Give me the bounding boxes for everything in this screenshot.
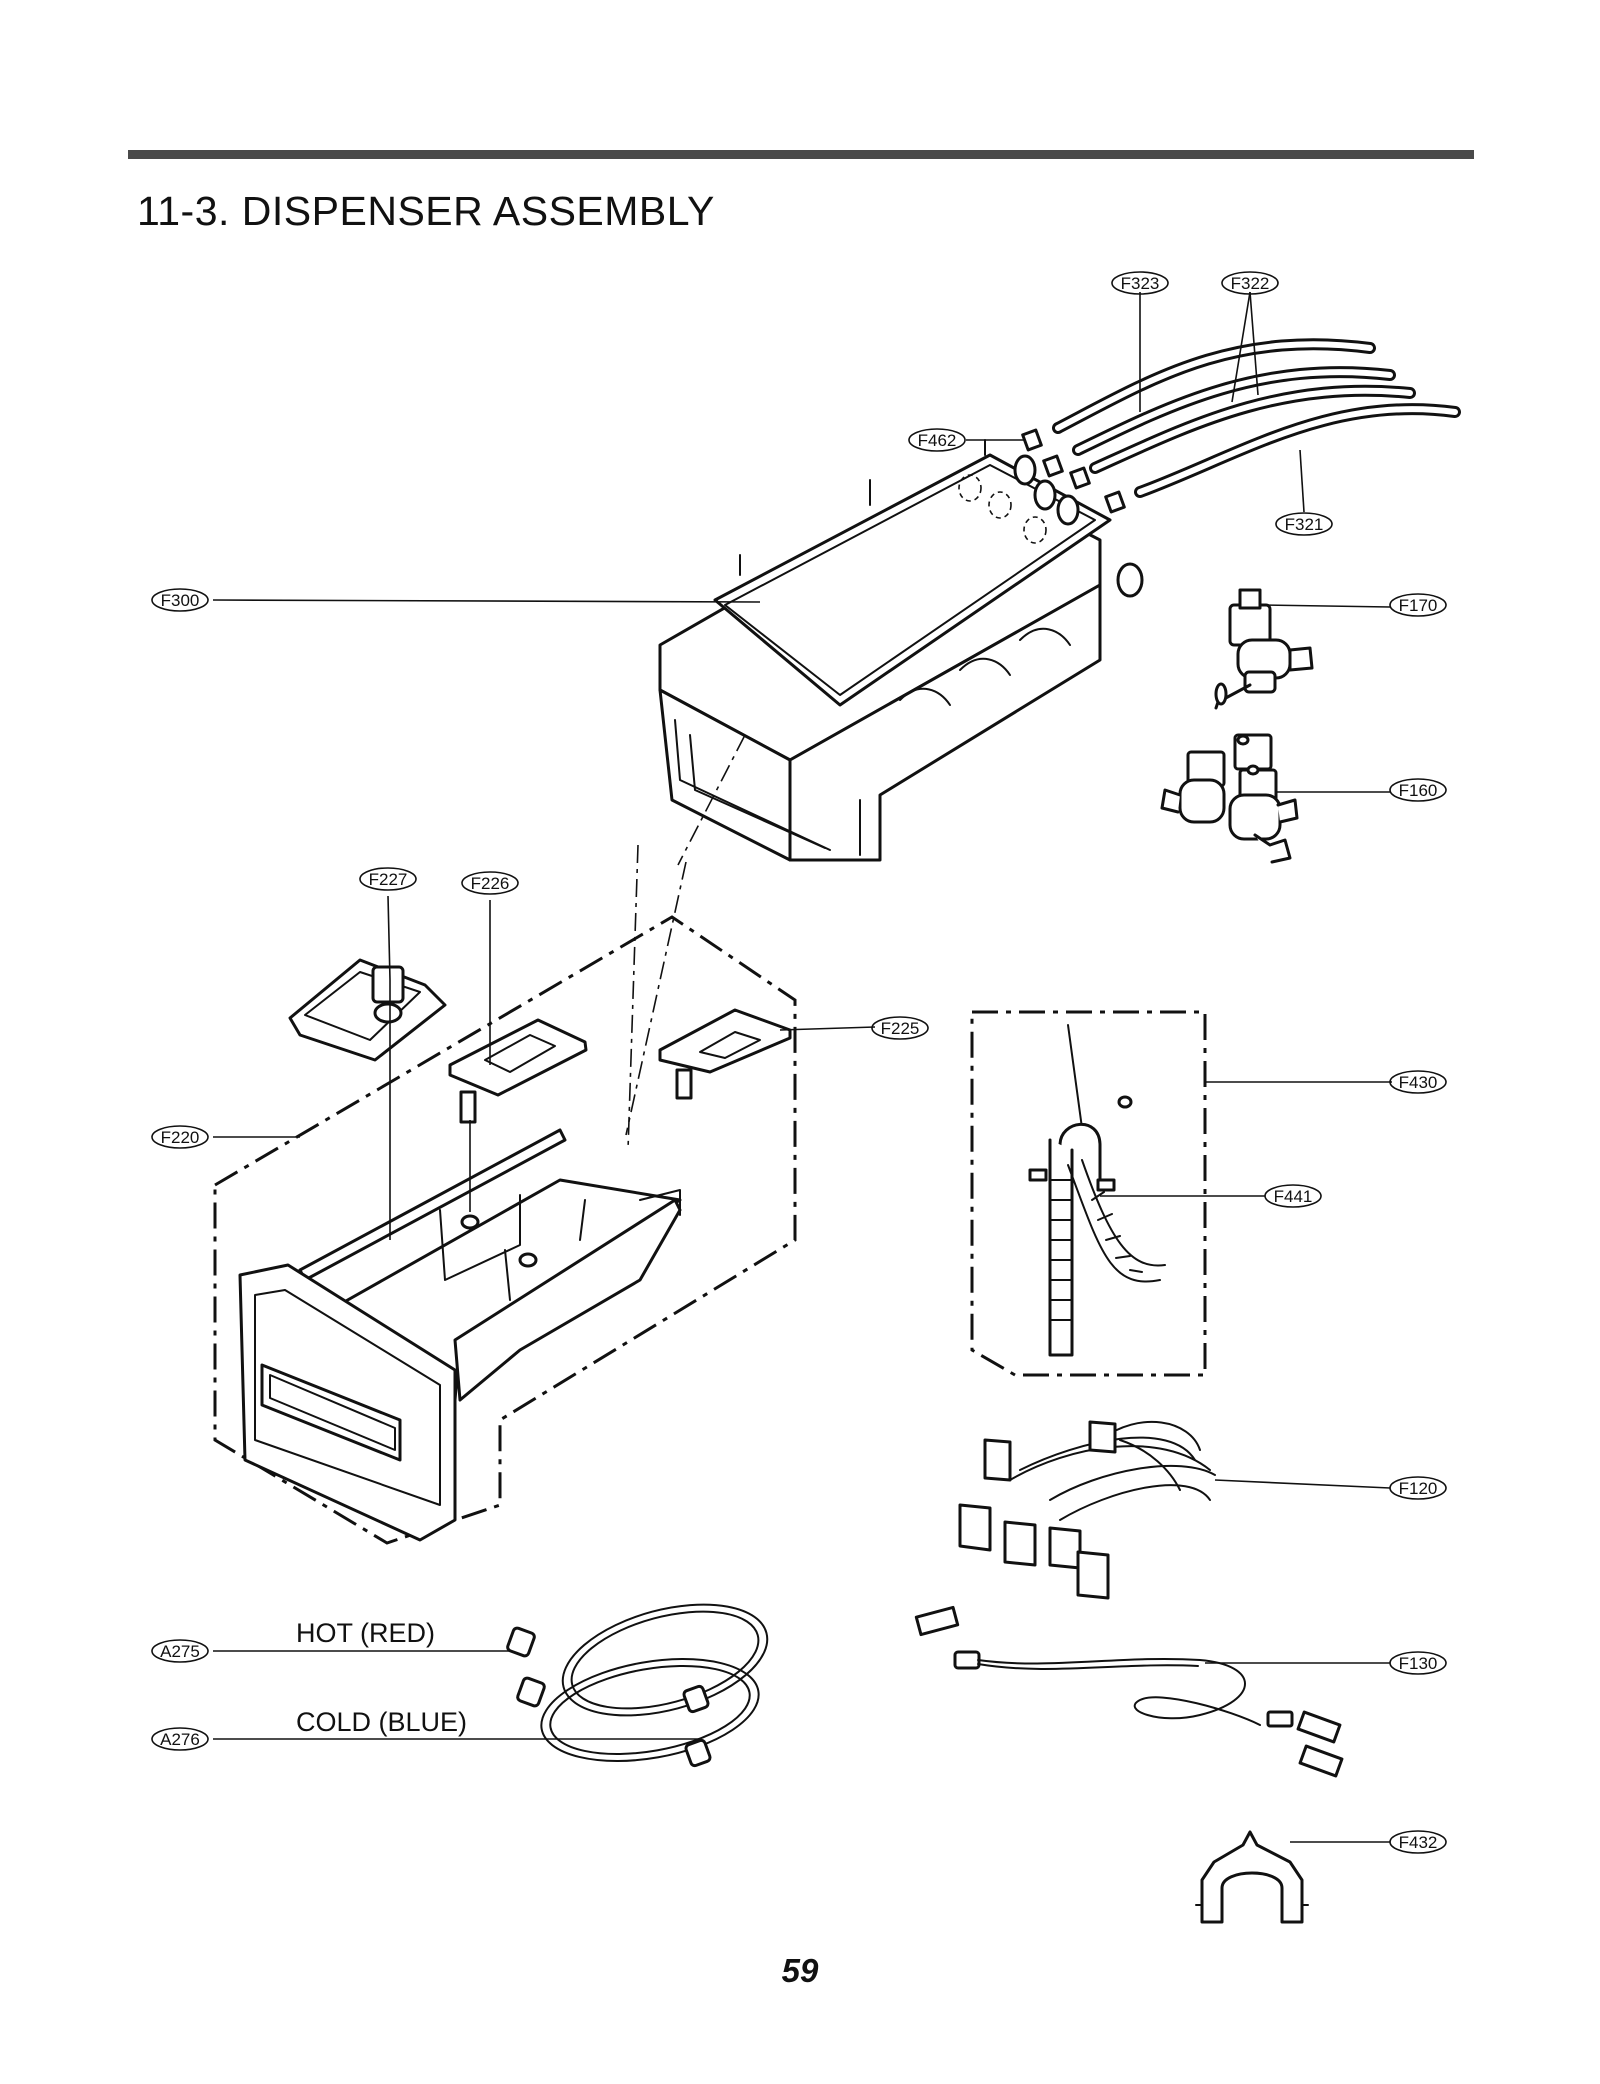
wire-harness-2 [914, 1605, 1344, 1778]
detergent-cover [658, 1008, 792, 1100]
part-label-F160: F160 [1389, 778, 1447, 802]
svg-text:F322: F322 [1231, 274, 1270, 293]
part-label-F300: F300 [151, 588, 209, 612]
drawer-group-outline [213, 915, 797, 1545]
svg-text:F225: F225 [881, 1019, 920, 1038]
svg-text:F462: F462 [918, 431, 957, 450]
svg-text:F430: F430 [1399, 1073, 1438, 1092]
svg-text:F227: F227 [369, 870, 408, 889]
cold-hose-note: COLD (BLUE) [296, 1707, 467, 1737]
hose-clip [1195, 1830, 1309, 1924]
part-label-F462: F462 [908, 428, 966, 452]
svg-text:F300: F300 [161, 591, 200, 610]
part-label-F220: F220 [151, 1125, 209, 1149]
svg-text:F432: F432 [1399, 1833, 1438, 1852]
svg-text:F160: F160 [1399, 781, 1438, 800]
dispenser-housing [658, 439, 1144, 862]
title-rule [128, 150, 1474, 159]
part-label-F130: F130 [1389, 1651, 1447, 1675]
dispenser-drawer [238, 1128, 682, 1542]
part-label-A276: A276 [151, 1727, 209, 1751]
page-title: 11-3. DISPENSER ASSEMBLY [137, 188, 715, 234]
triple-water-valve [1160, 733, 1299, 864]
part-label-F226: F226 [461, 871, 519, 895]
svg-text:F220: F220 [161, 1128, 200, 1147]
svg-text:A276: A276 [160, 1730, 200, 1749]
page-number: 59 [781, 1952, 819, 1989]
hose-clamps [1021, 428, 1126, 514]
part-label-F430: F430 [1389, 1070, 1447, 1094]
svg-text:F120: F120 [1399, 1479, 1438, 1498]
inlet-hoses [506, 1603, 769, 1768]
part-label-F225: F225 [871, 1016, 929, 1040]
single-water-valve [1214, 588, 1314, 710]
part-label-F322: F322 [1221, 271, 1279, 295]
part-label-A275: A275 [151, 1639, 209, 1663]
drain-hoses [1052, 338, 1461, 498]
leader-lines [212, 291, 1392, 1843]
svg-text:A275: A275 [160, 1642, 200, 1661]
part-label-F170: F170 [1389, 593, 1447, 617]
siphon-cap [288, 958, 447, 1062]
part-label-F323: F323 [1111, 271, 1169, 295]
svg-text:F226: F226 [471, 874, 510, 893]
part-label-F441: F441 [1264, 1184, 1322, 1208]
part-label-F120: F120 [1389, 1476, 1447, 1500]
softener-cover [448, 1018, 588, 1124]
svg-text:F323: F323 [1121, 274, 1160, 293]
part-label-F432: F432 [1389, 1830, 1447, 1854]
hot-hose-note: HOT (RED) [296, 1618, 435, 1648]
svg-text:F441: F441 [1274, 1187, 1313, 1206]
drain-hose-assembly-group [970, 1010, 1207, 1377]
part-label-F321: F321 [1275, 512, 1333, 536]
wire-harness [958, 1420, 1216, 1600]
svg-text:F130: F130 [1399, 1654, 1438, 1673]
part-label-F227: F227 [359, 867, 417, 891]
svg-text:F321: F321 [1285, 515, 1324, 534]
svg-text:F170: F170 [1399, 596, 1438, 615]
